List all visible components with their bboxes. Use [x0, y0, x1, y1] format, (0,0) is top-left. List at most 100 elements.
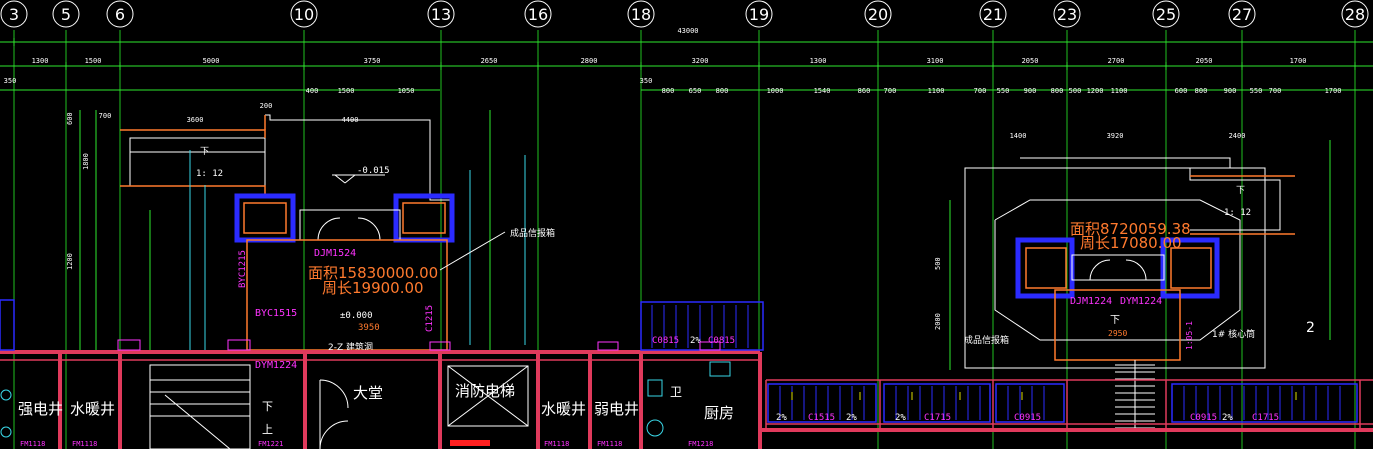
window-tag: C1715	[924, 413, 951, 423]
right-ramp-slope: 1: 12	[1224, 208, 1251, 218]
dim-text: 350	[4, 77, 17, 85]
side-code: BYC1215	[238, 250, 248, 288]
window-code: BYC1515	[255, 308, 297, 319]
dim-text: 800	[1051, 87, 1064, 95]
dim-text: 400	[306, 87, 319, 95]
dim-text: 600	[1175, 87, 1188, 95]
right-area-label: 面积8720059.38	[1070, 220, 1191, 238]
left-stair	[149, 364, 251, 449]
dim-text: 350	[640, 77, 653, 85]
left-cyan-lines	[189, 150, 526, 350]
core-label: 1# 核心筒	[1212, 328, 1255, 340]
vert-note: 1:05-1	[1185, 321, 1194, 350]
right-ramp-outline	[1190, 175, 1295, 235]
window-tag: 2%	[690, 336, 701, 346]
perimeter-label: 周长19900.00	[322, 279, 424, 297]
dim-text: 1700	[1290, 57, 1307, 65]
axis-label: 21	[983, 5, 1003, 24]
dim-text: 900	[1224, 87, 1237, 95]
window-tag: C0815	[708, 336, 735, 346]
dim-text: 1000	[767, 87, 784, 95]
dim-text: 1540	[814, 87, 831, 95]
right-mailbox-label: 成品信报箱	[964, 334, 1009, 346]
window-tag: 2%	[1222, 413, 1233, 423]
dim-text: 1400	[1010, 132, 1027, 140]
wall-inner	[0, 359, 1373, 430]
fire-marker	[450, 440, 490, 446]
axis-label: 25	[1156, 5, 1176, 24]
room-label: 消防电梯	[455, 382, 515, 400]
ramp-slope: 1: 12	[196, 169, 223, 179]
dim-text: 200	[260, 102, 273, 110]
right-plaza-outline	[964, 157, 1281, 369]
dim-text: 700	[974, 87, 987, 95]
balcony-hatch	[0, 299, 1358, 423]
room-label: 水暖井	[541, 400, 586, 418]
axis-label: 6	[115, 5, 125, 24]
window-tag: 2%	[776, 413, 787, 423]
door-code-2: DYM1224	[255, 360, 297, 371]
door-code: DJM1524	[314, 248, 356, 259]
left-columns	[234, 193, 455, 243]
level-top: -0.015	[357, 166, 390, 176]
dim-text: 600	[66, 112, 74, 125]
dim-text: 1200	[1087, 87, 1104, 95]
dim-text: 860	[858, 87, 871, 95]
room-label: 卫	[670, 385, 682, 399]
dim-text: 1500	[85, 57, 102, 65]
axis-label: 20	[868, 5, 888, 24]
dim-text: 550	[1250, 87, 1263, 95]
axis-label: 23	[1057, 5, 1077, 24]
dim-text: 700	[1269, 87, 1282, 95]
dim-text: 700	[99, 112, 112, 120]
level-sub: 3950	[358, 323, 380, 333]
dim-text: 1700	[1325, 87, 1342, 95]
dim-text: 2000	[934, 313, 942, 330]
window-tag: C0915	[1190, 413, 1217, 423]
room-label: 大堂	[353, 384, 383, 402]
dim-text: 500	[1069, 87, 1082, 95]
cyan-fixtures	[0, 361, 731, 438]
right-stair-label: 下	[1110, 315, 1120, 326]
dim-text: 2050	[1022, 57, 1039, 65]
grid-bubbles	[0, 0, 1369, 28]
right-door-left: DJM1224	[1070, 296, 1112, 307]
grid-note: 2	[1306, 320, 1315, 336]
axis-label: 3	[9, 5, 19, 24]
dim-text: 2800	[581, 57, 598, 65]
dim-text: 1200	[66, 253, 74, 270]
mailbox-label: 成品信报箱	[510, 227, 555, 239]
dim-text: 2400	[1229, 132, 1246, 140]
dim-text: 1500	[338, 87, 355, 95]
right-stair-core	[1054, 289, 1181, 361]
dim-text: 1050	[398, 87, 415, 95]
area-label: 面积15830000.00	[308, 264, 438, 282]
dim-text: 3750	[364, 57, 381, 65]
window-tag: C0815	[652, 336, 679, 346]
left-vestibule	[299, 209, 401, 241]
main-walls	[0, 350, 1373, 449]
dim-text: 1300	[810, 57, 827, 65]
lobby-doors	[319, 379, 349, 449]
dim-text: 500	[934, 257, 942, 270]
room-code: FM1118	[544, 440, 569, 448]
overall-dimension: 43000	[677, 27, 698, 35]
balcony-hatch-lines	[651, 305, 1341, 420]
right-door-right: DYM1224	[1120, 296, 1162, 307]
ramp-label: 下	[200, 147, 209, 157]
room-code: FM1218	[688, 440, 713, 448]
right-ramp-label: 下	[1236, 186, 1245, 196]
window-tag: C0915	[1014, 413, 1041, 423]
room-code: FM1118	[20, 440, 45, 448]
right-perimeter-label: 周长17080.00	[1080, 234, 1182, 252]
window-tag: C1715	[1252, 413, 1279, 423]
axis-label: 28	[1345, 5, 1365, 24]
dim-text: 800	[716, 87, 729, 95]
axis-label: 10	[294, 5, 314, 24]
leader-line	[439, 231, 506, 271]
room-code: FM1221	[258, 440, 283, 448]
dim-text: 2050	[1196, 57, 1213, 65]
room-label: 水暖井	[70, 400, 115, 418]
